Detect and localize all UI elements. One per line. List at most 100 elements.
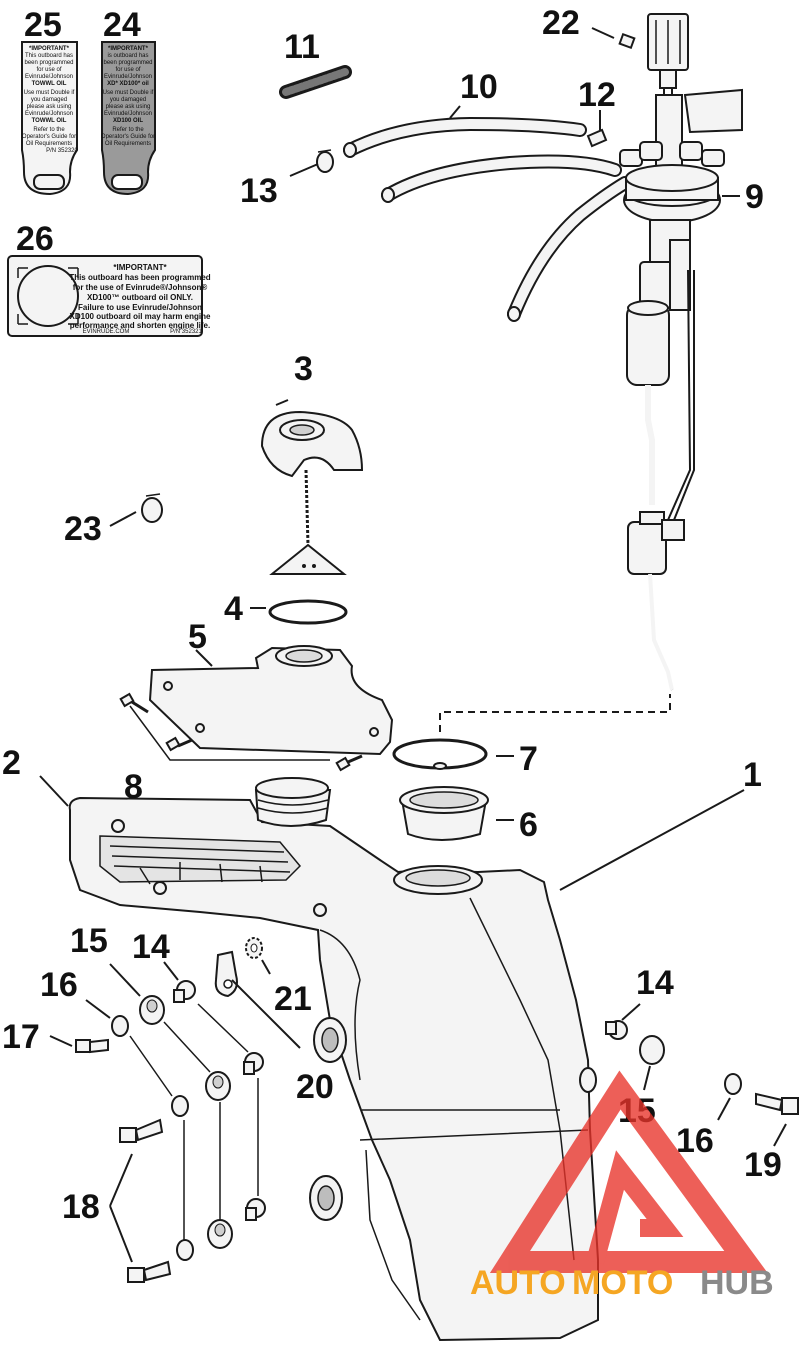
callout-26: 26 bbox=[16, 220, 54, 258]
part-16-washer-b bbox=[171, 1095, 189, 1117]
part-5-bracket bbox=[119, 645, 394, 772]
callout-2: 2 bbox=[2, 744, 21, 782]
part-12-plug bbox=[586, 128, 608, 148]
decal-25-line: Refer to the bbox=[33, 127, 65, 133]
decal-26-line: performance and shorten engine life. bbox=[70, 321, 210, 330]
decal-24-line: for use of bbox=[115, 67, 140, 73]
part-6-strainer bbox=[399, 786, 489, 841]
decal-25-line: TOWWL OIL bbox=[32, 81, 67, 87]
callout-14b: 14 bbox=[636, 964, 674, 1002]
callout-14a: 14 bbox=[132, 928, 170, 966]
decal-25-line: you damaged bbox=[31, 97, 67, 103]
decal-24-line: XD* XD100* oil bbox=[107, 81, 149, 87]
part-21-washer bbox=[245, 937, 263, 959]
part-16-washer-c bbox=[176, 1239, 194, 1261]
watermark-auto: AUTO bbox=[470, 1264, 566, 1302]
decal-25-line: been programmed bbox=[24, 60, 73, 66]
decal-25-line: TOWWL OIL bbox=[32, 118, 67, 124]
decal-26-line: XD100 outboard oil may harm engine bbox=[70, 312, 211, 321]
part-20-clamp bbox=[214, 950, 238, 998]
decal-24-line: Evinrude/Johnson bbox=[104, 111, 152, 117]
decal-25-line: *IMPORTANT* bbox=[29, 46, 70, 52]
decal-24-line: Refer to the bbox=[112, 127, 144, 133]
decal-26: *IMPORTANT* This outboard has been progr… bbox=[7, 255, 211, 337]
watermark-moto: MOTO bbox=[572, 1264, 673, 1302]
callout-16b: 16 bbox=[676, 1122, 714, 1160]
decal-26-line: This outboard has been programmed bbox=[69, 273, 210, 282]
decal-25-line: Operator's Guide for bbox=[22, 134, 76, 140]
decal-25-line: Oil Requirements bbox=[26, 141, 72, 147]
decal-24-line: Operator's Guide for bbox=[101, 134, 155, 140]
part-14-bushing bbox=[173, 980, 196, 1003]
watermark-hub: HUB bbox=[700, 1264, 774, 1302]
part-17-screw bbox=[75, 1038, 109, 1054]
callout-3: 3 bbox=[294, 350, 313, 388]
callout-25: 25 bbox=[24, 6, 62, 44]
decal-24-line: you damaged bbox=[110, 97, 146, 103]
callout-23: 23 bbox=[64, 510, 102, 548]
decal-24-line: is outboard has bbox=[107, 53, 148, 59]
part-14-bushing-b bbox=[243, 1052, 264, 1075]
callout-17: 17 bbox=[2, 1018, 40, 1056]
callout-numbers: 1 2 3 4 5 6 7 8 9 10 11 12 13 14 14 15 1… bbox=[2, 4, 782, 1226]
decal-25-line: Evinrude/Johnson bbox=[25, 111, 73, 117]
part-3-filler-cap bbox=[260, 410, 364, 575]
callout-9: 9 bbox=[745, 178, 764, 216]
screw-icon bbox=[335, 754, 363, 772]
part-13-clamp bbox=[316, 149, 334, 173]
leader-lines bbox=[39, 27, 787, 1263]
callout-15a: 15 bbox=[70, 922, 108, 960]
decal-24-line: please ask using bbox=[106, 104, 151, 110]
part-14-bushing-c bbox=[245, 1198, 266, 1221]
part-23-clip bbox=[141, 493, 163, 523]
decal-24-line: Use must Double if bbox=[103, 90, 154, 96]
part-11-mesh-sleeve bbox=[279, 65, 352, 99]
part-19-screw bbox=[755, 1092, 799, 1115]
watermark-text: AUTO MOTO HUB bbox=[470, 1264, 774, 1302]
callout-24: 24 bbox=[103, 6, 141, 44]
screw-icon bbox=[165, 736, 193, 752]
part-10-hoses bbox=[343, 116, 632, 322]
decal-24-line: been programmed bbox=[103, 60, 152, 66]
part-16-washer bbox=[111, 1015, 129, 1037]
part-15-grommet-c bbox=[207, 1219, 233, 1249]
callout-22: 22 bbox=[542, 4, 580, 42]
decal-25-line: Use must Double if bbox=[24, 90, 75, 96]
callout-6: 6 bbox=[519, 806, 538, 844]
decal-24: *IMPORTANT* is outboard has been program… bbox=[101, 41, 156, 196]
callout-4: 4 bbox=[224, 590, 243, 628]
decal-26-site: EVINRUDE.COM bbox=[83, 329, 130, 335]
callout-13: 13 bbox=[240, 172, 278, 210]
decal-24-line: *IMPORTANT* bbox=[108, 46, 149, 52]
callout-7: 7 bbox=[519, 740, 538, 778]
part-22-clip bbox=[618, 32, 636, 50]
callout-8: 8 bbox=[124, 768, 143, 806]
decal-25: *IMPORTANT* This outboard has been progr… bbox=[21, 41, 79, 196]
part-14-bushing-right bbox=[605, 1020, 628, 1040]
decal-26-code: P/N 352321 bbox=[170, 329, 202, 335]
oil-cap-ring-icon bbox=[17, 265, 79, 327]
callout-11: 11 bbox=[284, 28, 320, 66]
callout-21: 21 bbox=[274, 980, 312, 1018]
decal-26-line: *IMPORTANT* bbox=[113, 263, 167, 272]
decal-25-line: This outboard has bbox=[25, 53, 73, 59]
alignment-dashed-line bbox=[439, 694, 671, 732]
decal-24-line: Evinrude/Johnson bbox=[104, 74, 152, 80]
callout-18: 18 bbox=[62, 1188, 100, 1226]
callout-10: 10 bbox=[460, 68, 498, 106]
callout-19: 19 bbox=[744, 1146, 782, 1184]
callout-12: 12 bbox=[578, 76, 616, 114]
callout-1: 1 bbox=[743, 756, 762, 794]
decal-24-line: XD100 OIL bbox=[113, 118, 143, 124]
watermark-logo bbox=[489, 1070, 768, 1273]
part-18-screw-b bbox=[127, 1260, 172, 1283]
callout-16a: 16 bbox=[40, 966, 78, 1004]
part-18-screw bbox=[119, 1118, 164, 1143]
part-1-oil-tank bbox=[68, 777, 599, 1342]
callout-20: 20 bbox=[296, 1068, 334, 1106]
watermark-g-icon bbox=[586, 1150, 684, 1265]
screw-icon bbox=[119, 692, 149, 714]
decal-26-line: XD100™ outboard oil ONLY. bbox=[87, 293, 193, 302]
watermark-triangle-icon bbox=[489, 1070, 768, 1273]
